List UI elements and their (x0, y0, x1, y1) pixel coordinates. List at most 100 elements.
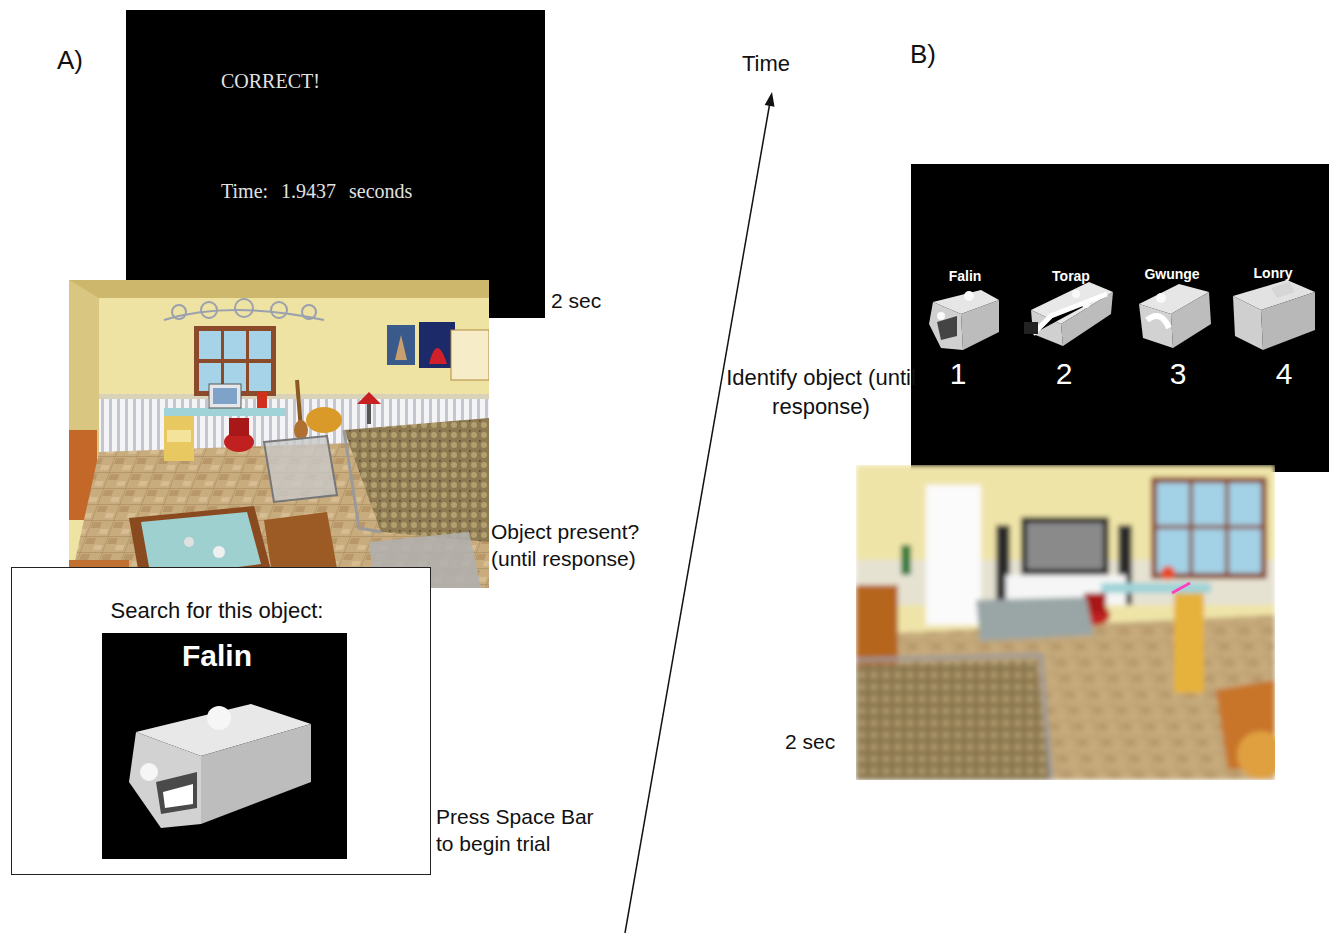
room-scene-part (395, 335, 407, 360)
response-number: 1 (950, 357, 967, 391)
room-scene-part (164, 408, 286, 416)
blurred-room-scene (856, 465, 1275, 780)
object-name: Falin (949, 268, 982, 284)
room-scene-part (164, 310, 324, 320)
duration-label: 2 sec (785, 728, 835, 755)
feedback-text: CORRECT! (221, 70, 320, 93)
text-holder: Falin (182, 639, 252, 673)
label-holder: B) (910, 38, 936, 72)
response-number: 2 (1056, 357, 1073, 391)
room-scene-part (184, 537, 194, 547)
room-scene-part (99, 394, 489, 399)
blurred-room-scene-part (1172, 583, 1190, 593)
candidate-objects-part (1024, 322, 1038, 334)
candidate-objects (911, 164, 1329, 472)
blurred-room-scene-part (1229, 483, 1261, 525)
step-label: Object present? (until response) (491, 518, 671, 573)
label-holder: A) (57, 44, 83, 78)
target-object (101, 632, 346, 858)
blurred-room-scene-part (1101, 583, 1211, 593)
room-scene-part (387, 325, 415, 365)
room-scene-part (69, 280, 489, 588)
room-scene-part (271, 302, 287, 318)
room-scene-part (164, 416, 194, 461)
candidate-objects-part (1271, 282, 1295, 298)
text-holder: Time: 1.9437 seconds (221, 180, 412, 203)
time-arrow-part (765, 92, 775, 107)
panel-letter: B) (910, 38, 936, 72)
label-holder: Object present? (until response) (491, 518, 671, 573)
room-scene-part (367, 404, 371, 424)
blurred-room-scene-part (1157, 529, 1189, 573)
room-scene-part (357, 392, 381, 404)
blurred-room-scene-part (856, 615, 1275, 780)
text-holder: CORRECT! (221, 70, 320, 93)
object-name: Gwunge (1144, 266, 1199, 282)
step-label: Press Space Bar to begin trial (436, 803, 611, 858)
duration-label: 2 sec (551, 287, 601, 314)
text-holder: 4 (1276, 357, 1293, 391)
room-scene-part (213, 546, 225, 558)
time-arrow-part (625, 102, 770, 933)
blurred-room-scene-part (1157, 483, 1189, 525)
candidate-objects-part (1147, 316, 1169, 328)
blurred-room-scene-part (926, 485, 981, 625)
room-scene-part (429, 348, 447, 364)
text-holder: 2 (1056, 357, 1073, 391)
blurred-room-scene-part (1193, 529, 1225, 573)
room-scene-part (306, 407, 342, 433)
room-scene-part (249, 331, 271, 359)
instruction-text: Search for this object: (111, 598, 324, 624)
response-number: 3 (1170, 357, 1187, 391)
room-scene-part (213, 388, 237, 404)
blurred-room-scene-part (1174, 593, 1204, 693)
target-object-part (140, 763, 158, 781)
response-time-text: Time: 1.9437 seconds (221, 180, 412, 203)
target-object-part (163, 784, 193, 808)
room-scene-part (164, 299, 324, 320)
candidate-objects-part (1156, 293, 1166, 303)
blurred-room-scene-part (1193, 483, 1225, 525)
text-holder: Torap (1052, 268, 1090, 284)
text-holder: 1 (950, 357, 967, 391)
room-scene-part (249, 363, 271, 391)
feedback-screen: CORRECT! Time: 1.9437 seconds (126, 10, 545, 318)
candidate-objects-part (1082, 300, 1090, 308)
axis-label: Time (742, 50, 790, 79)
room-scene-part (451, 330, 489, 380)
blurred-room-scene-part (856, 660, 1051, 780)
label-holder: Identify object (until response) (726, 364, 916, 421)
text-holder: Falin (949, 268, 982, 284)
candidate-objects-part (964, 291, 974, 301)
blurred-room-scene-part (1229, 529, 1261, 573)
blurred-room-scene-part (1021, 517, 1109, 575)
room-scene-part (224, 331, 246, 359)
room-scene-part (235, 299, 253, 317)
room-scene-part (167, 430, 191, 442)
candidate-objects-part (937, 312, 945, 320)
object-name: Torap (1052, 268, 1090, 284)
room-scene-part (264, 436, 337, 502)
text-holder: Search for this object: (111, 598, 324, 624)
room-scene (69, 280, 489, 588)
room-scene-part (69, 280, 489, 298)
blurred-room-scene-part (856, 465, 1275, 780)
room-scene-part (199, 331, 271, 391)
blurred-room-scene-part (1237, 731, 1275, 779)
blurred-room-scene-part (1157, 483, 1261, 573)
object-name: Lonry (1254, 265, 1293, 281)
room-scene-part (344, 430, 381, 532)
room-scene-part (294, 420, 308, 440)
label-holder: Time (742, 50, 790, 79)
blurred-room-scene-part (976, 597, 1094, 641)
candidate-objects-part (1072, 290, 1080, 298)
blurred-room-scene-part (1151, 477, 1267, 579)
text-holder: 3 (1170, 357, 1187, 391)
blurred-room-scene-part (901, 545, 911, 575)
room-scene-part (209, 384, 241, 408)
room-scene-part (344, 418, 489, 542)
blurred-room-scene-part (856, 465, 1275, 780)
text-holder: Lonry (1254, 265, 1293, 281)
room-scene-part (419, 322, 455, 368)
room-scene-part (199, 331, 221, 359)
